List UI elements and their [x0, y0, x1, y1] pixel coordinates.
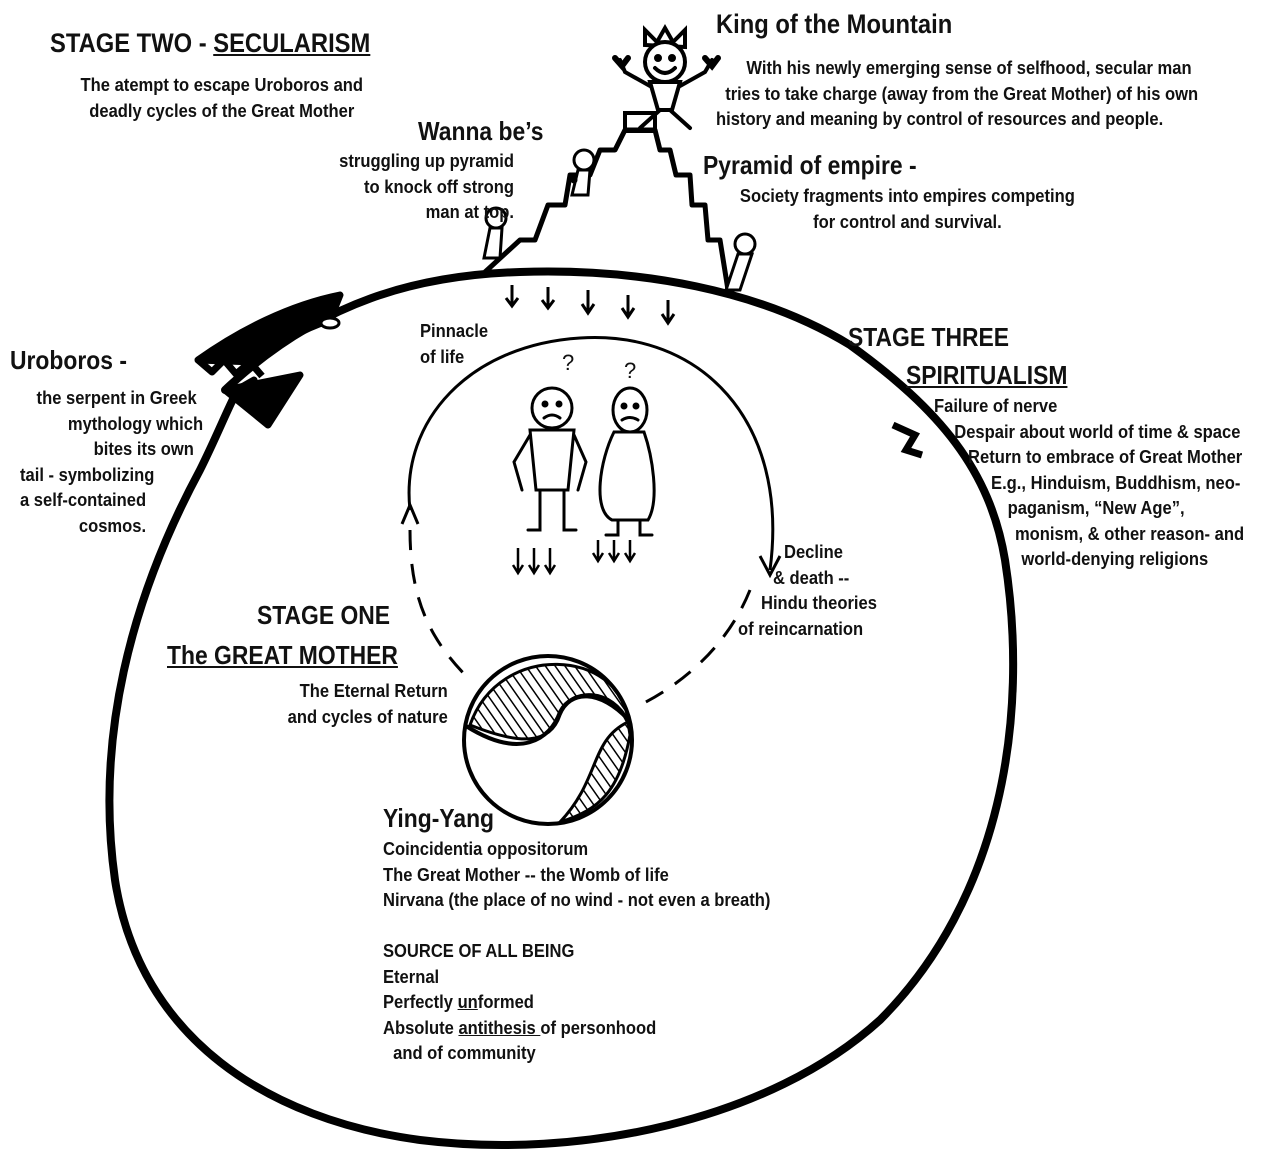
stage-three-title: SPIRITUALISM: [906, 360, 1068, 390]
pyramid-staircase: [483, 127, 731, 291]
source-heading: SOURCE OF ALL BEING: [383, 941, 575, 961]
decline-label: Decline & death -- Hindu theories of rei…: [738, 540, 877, 642]
wanna-be-line: man at top.: [425, 202, 514, 222]
source-perfectly: Perfectly unformed: [383, 990, 656, 1016]
cycle-arc-dashed-left: [408, 529, 472, 682]
ying-yang-title: Ying-Yang: [383, 803, 495, 833]
stage-two-title: SECULARISM: [213, 28, 371, 58]
king-line: history and meaning by control of resour…: [716, 109, 1164, 129]
pyramid-line: Society fragments into empires competing: [739, 186, 1075, 206]
stage-two-heading: STAGE TWO - SECULARISM: [50, 27, 370, 59]
stage-one-line: and cycles of nature: [287, 706, 448, 727]
pyramid-description: Society fragments into empires competing…: [705, 184, 1110, 235]
stage-three-line: E.g., Hinduism, Buddhism, neo-: [991, 472, 1241, 493]
stage-three-label: STAGE THREE: [848, 322, 1010, 352]
pyramid-arrows: [504, 285, 676, 326]
ying-yang-line: Coincidentia oppositorum: [383, 839, 589, 859]
cycle-arrow-left: [400, 501, 420, 525]
stage-one-description: The Eternal Return and cycles of nature: [250, 679, 448, 730]
wanna-be-line: to knock off strong: [364, 176, 514, 197]
pinnacle-line: of life: [420, 346, 465, 367]
perfectly-underlined: un: [457, 992, 478, 1012]
uroboros-circle: [105, 267, 1018, 1149]
cycle-arrow-right: [758, 555, 782, 579]
king-figure: [612, 23, 721, 130]
decline-line: Decline: [784, 542, 843, 562]
feet-arrows: [511, 540, 637, 576]
uroboros-line: the serpent in Greek: [36, 388, 197, 408]
stage-three-description: Failure of nerve Despair about world of …: [934, 394, 1244, 573]
stage-one-label: STAGE ONE: [257, 600, 391, 630]
stage-three-line: monism, & other reason- and: [1014, 523, 1245, 544]
wanna-be-title: Wanna be’s: [418, 116, 544, 146]
uroboros-description: the serpent in Greek mythology which bit…: [20, 386, 203, 539]
king-description: With his newly emerging sense of selfhoo…: [716, 56, 1198, 133]
decline-line: of reincarnation: [738, 618, 864, 639]
decline-line: & death --: [772, 567, 850, 588]
climber-figures: [482, 148, 757, 292]
perfectly-after: formed: [477, 992, 534, 1012]
ying-yang-line: Nirvana (the place of no wind - not even…: [383, 890, 771, 910]
pinnacle-line: Pinnacle: [420, 321, 489, 341]
source-eternal: Eternal: [383, 966, 440, 987]
question-mark: ?: [624, 358, 637, 383]
uroboros-line: cosmos.: [78, 515, 147, 536]
stage-two-line: deadly cycles of the Great Mother: [89, 100, 355, 121]
stage-two-description: The atempt to escape Uroboros and deadly…: [70, 73, 374, 124]
king-line: tries to take charge (away from the Grea…: [725, 83, 1199, 104]
pyramid-title: Pyramid of empire -: [703, 150, 917, 180]
absolute-after: of personhood: [540, 1017, 657, 1038]
pyramid-top-block: [623, 111, 657, 133]
cycle-arc-dashed-right: [639, 589, 752, 707]
stage-three-line: Failure of nerve: [934, 396, 1058, 416]
uroboros-line: a self-contained: [20, 490, 147, 510]
stage-three-line: Return to embrace of Great Mother: [968, 447, 1243, 467]
stage-one-title: The GREAT MOTHER: [167, 640, 398, 670]
stage-two-prefix: STAGE TWO -: [50, 28, 214, 58]
stage-one-line: The Eternal Return: [299, 681, 448, 701]
stage-two-line: The atempt to escape Uroboros and: [80, 75, 364, 95]
serpent-tail-mark: [891, 421, 924, 459]
uroboros-title: Uroboros -: [10, 345, 127, 375]
wanna-be-line: struggling up pyramid: [339, 151, 514, 171]
pinnacle-label: Pinnacle of life: [420, 319, 488, 370]
stage-three-line: world-denying religions: [1021, 549, 1209, 569]
decline-line: Hindu theories: [761, 593, 877, 613]
king-title: King of the Mountain: [716, 9, 953, 39]
stage-three-line: Despair about world of time & space: [954, 421, 1241, 442]
absolute-before: Absolute: [383, 1017, 459, 1038]
ying-yang-description: Coincidentia oppositorum The Great Mothe…: [383, 837, 770, 914]
uroboros-line: tail - symbolizing: [20, 464, 155, 485]
uroboros-line: mythology which: [67, 413, 204, 434]
king-line: With his newly emerging sense of selfhoo…: [746, 58, 1192, 78]
confused-figures: [512, 386, 656, 537]
perfectly-before: Perfectly: [383, 992, 458, 1012]
stage-three-line: paganism, “New Age”,: [1007, 498, 1185, 518]
ying-yang-symbol: [462, 654, 634, 826]
source-of-being: SOURCE OF ALL BEING Eternal Perfectly un…: [383, 939, 656, 1067]
source-community: and of community: [393, 1043, 536, 1063]
serpent-head: [194, 291, 344, 429]
ying-yang-line: The Great Mother -- the Womb of life: [383, 864, 669, 885]
question-mark: ?: [562, 350, 575, 375]
source-absolute: Absolute antithesis of personhood: [383, 1016, 656, 1042]
cycle-arc-solid: [407, 336, 775, 571]
absolute-underlined: antithesis: [458, 1017, 541, 1038]
uroboros-line: bites its own: [93, 439, 194, 459]
wanna-be-description: struggling up pyramid to knock off stron…: [330, 149, 514, 226]
pyramid-line: for control and survival.: [813, 211, 1002, 232]
